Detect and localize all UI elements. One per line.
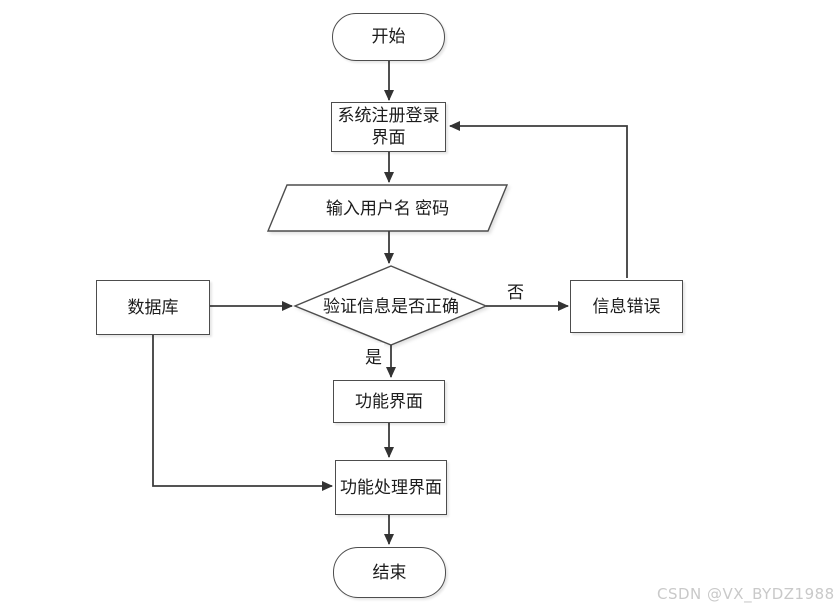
database-node: 数据库 [96, 280, 210, 335]
edge-error-to-login [449, 121, 628, 278]
yes-edge-label: 是 [363, 343, 384, 368]
function-screen-node: 功能界面 [333, 380, 445, 423]
verify-decision-shape [293, 265, 488, 346]
start-node: 开始 [332, 13, 445, 61]
end-node: 结束 [333, 547, 446, 598]
error-node: 信息错误 [570, 280, 683, 333]
process-screen-node: 功能处理界面 [335, 460, 447, 515]
csdn-watermark: CSDN @VX_BYDZ1988 [657, 585, 835, 603]
login-screen-node: 系统注册登录界面 [331, 102, 446, 152]
input-parallelogram-shape [266, 184, 509, 232]
edge-database-to-process [152, 334, 333, 491]
no-edge-label: 否 [507, 283, 524, 302]
